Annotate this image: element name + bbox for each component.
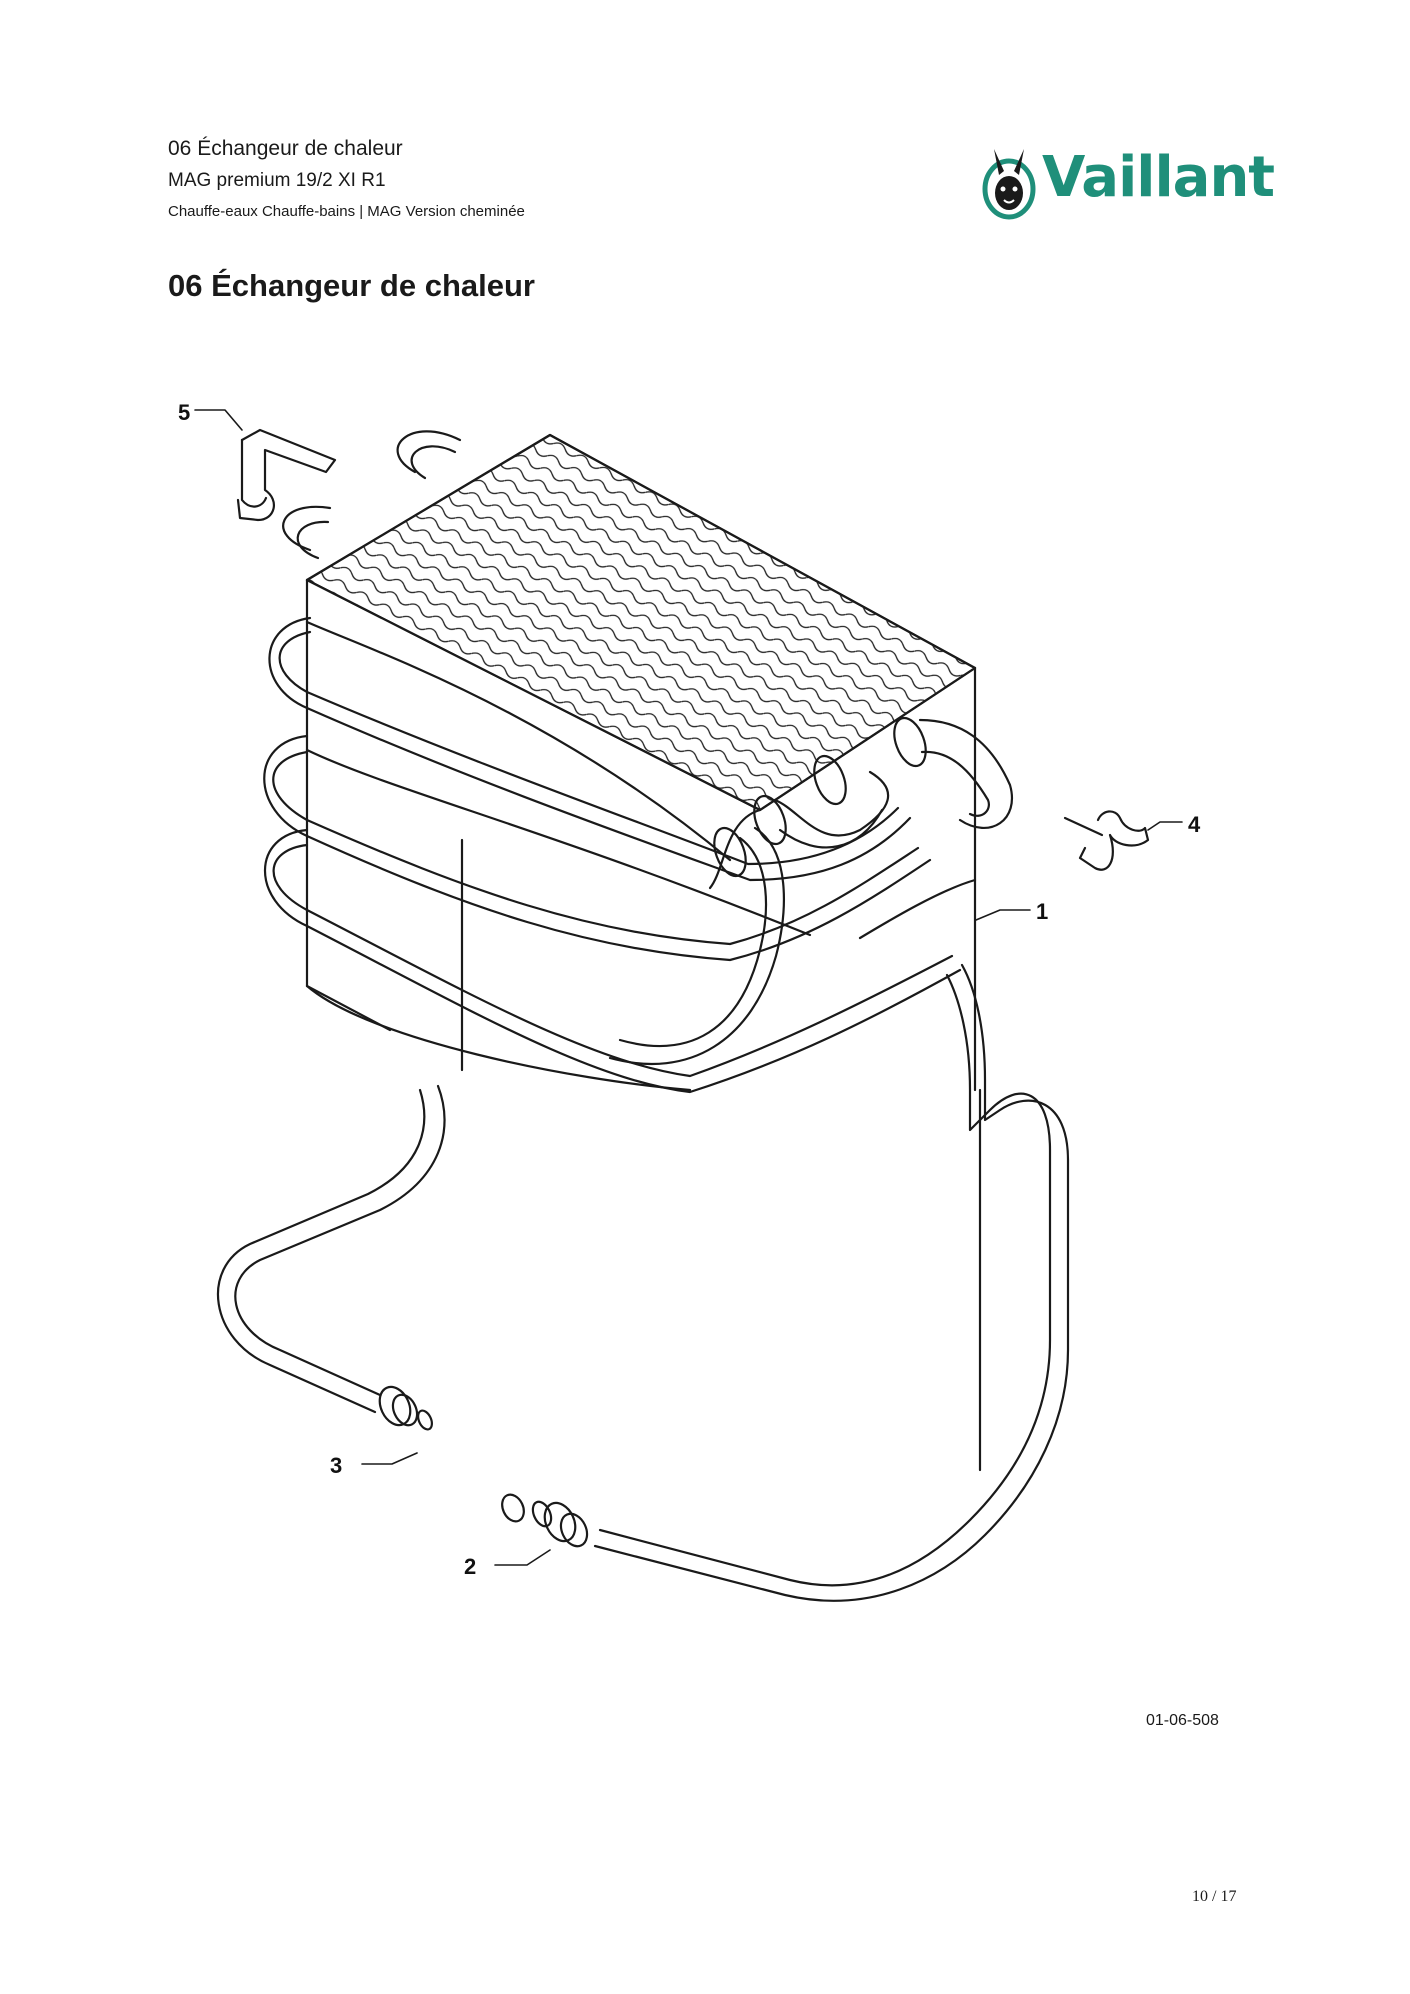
front-connectors	[608, 716, 1013, 1066]
clip-part-4	[1063, 810, 1150, 871]
heat-exchanger-exploded-drawing: 5 4 1 3 2	[178, 400, 1201, 1602]
callout-1: 1	[1036, 899, 1048, 924]
callout-5: 5	[178, 400, 190, 425]
document-header: 06 Échangeur de chaleur MAG premium 19/2…	[168, 133, 525, 227]
callout-leaders	[194, 409, 1183, 1566]
drawing-reference: 01-06-508	[1146, 1712, 1219, 1729]
callout-2: 2	[464, 1554, 476, 1579]
outlet-pipe	[216, 963, 1070, 1602]
callout-4: 4	[1188, 812, 1201, 837]
vaillant-logo: Vaillant	[980, 145, 1275, 221]
rear-pipe-loops	[282, 430, 462, 560]
clip-part-5	[236, 428, 337, 522]
brand-name: Vaillant	[1042, 145, 1275, 210]
page-number: 10 / 17	[1192, 1888, 1237, 1905]
page-title: 06 Échangeur de chaleur	[168, 268, 535, 303]
hare-emblem-icon	[982, 149, 1036, 220]
header-section: 06 Échangeur de chaleur	[168, 137, 403, 160]
callout-3: 3	[330, 1453, 342, 1478]
heat-exchanger-block	[305, 433, 977, 1092]
header-category: Chauffe-eaux Chauffe-bains | MAG Version…	[168, 203, 525, 220]
header-model: MAG premium 19/2 XI R1	[168, 170, 386, 191]
pipe-fittings	[378, 1385, 589, 1548]
